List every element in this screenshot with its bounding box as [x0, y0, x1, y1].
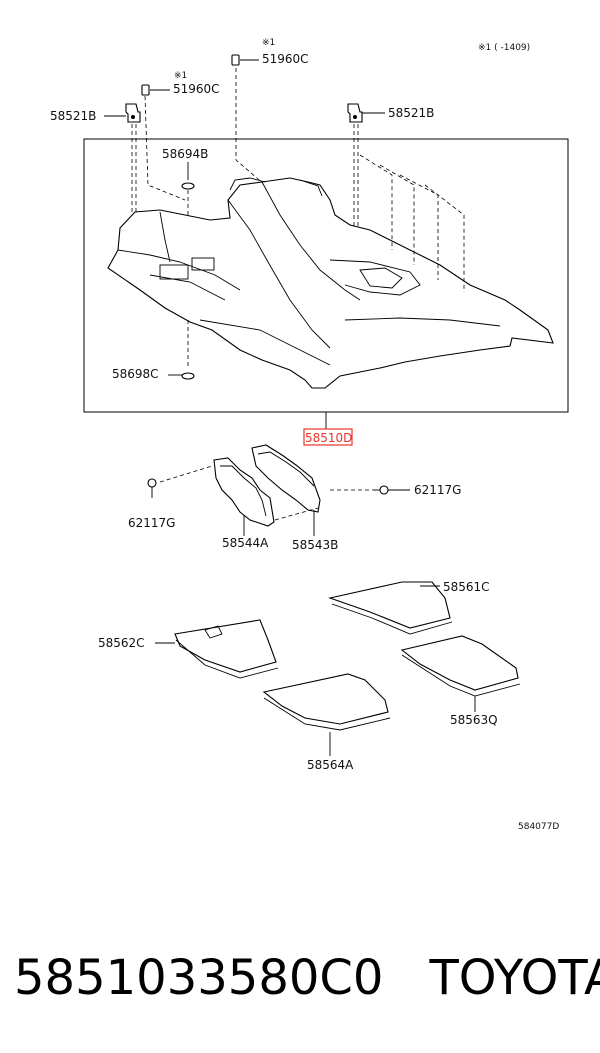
insulator-58544a-icon [213, 457, 275, 527]
label-58543b[interactable]: 58543B [292, 538, 338, 552]
figure-code: 584077D [518, 822, 559, 832]
floor-mat-58561c-icon [327, 581, 453, 635]
hook-58521b-right-icon [347, 103, 363, 123]
parts-diagram: ※1 ( -1409) ※1 51960C ※1 51960C 58521B 5… [50, 38, 569, 832]
clip-51960c-lower-icon [141, 84, 150, 96]
floor-carpet-icon [107, 177, 554, 389]
clip-51960c-upper-icon [231, 54, 240, 66]
insulator-58543b-icon [251, 444, 321, 513]
highlight-box [303, 428, 353, 446]
label-58563q[interactable]: 58563Q [450, 713, 498, 727]
brand-name: TOYOTA [429, 950, 600, 1006]
label-51960c[interactable]: 51960C [262, 52, 309, 66]
part-number: 5851033580C0 [14, 950, 384, 1006]
label-58562c[interactable]: 58562C [98, 636, 145, 650]
note-mark: ※1 [262, 38, 275, 48]
label-58698c[interactable]: 58698C [112, 367, 159, 381]
label-58510d[interactable]: 58510D [305, 431, 352, 445]
label-62117g[interactable]: 62117G [414, 483, 461, 497]
footer-caption: 5851033580C0 TOYOTA [14, 938, 600, 1018]
floor-mat-58563q-icon [400, 635, 521, 697]
screw-62117g-left-icon [147, 478, 157, 498]
hook-58521b-left-icon [125, 103, 141, 123]
note-mark: ※1 [174, 71, 187, 81]
label-62117g[interactable]: 62117G [128, 516, 175, 530]
label-51960c[interactable]: 51960C [173, 82, 220, 96]
label-58544a[interactable]: 58544A [222, 536, 269, 550]
floor-mat-58564a-icon [262, 673, 391, 731]
fastener-58698c-icon [181, 372, 195, 380]
screw-62117g-right-icon [374, 485, 389, 495]
label-58521b[interactable]: 58521B [50, 109, 96, 123]
label-58521b[interactable]: 58521B [388, 106, 434, 120]
applicability-note: ※1 ( -1409) [478, 43, 530, 53]
label-58561c[interactable]: 58561C [443, 580, 490, 594]
label-58694b[interactable]: 58694B [162, 147, 208, 161]
floor-mat-58562c-icon [174, 619, 279, 679]
label-58564a[interactable]: 58564A [307, 758, 354, 772]
fastener-58694b-icon [181, 182, 195, 190]
